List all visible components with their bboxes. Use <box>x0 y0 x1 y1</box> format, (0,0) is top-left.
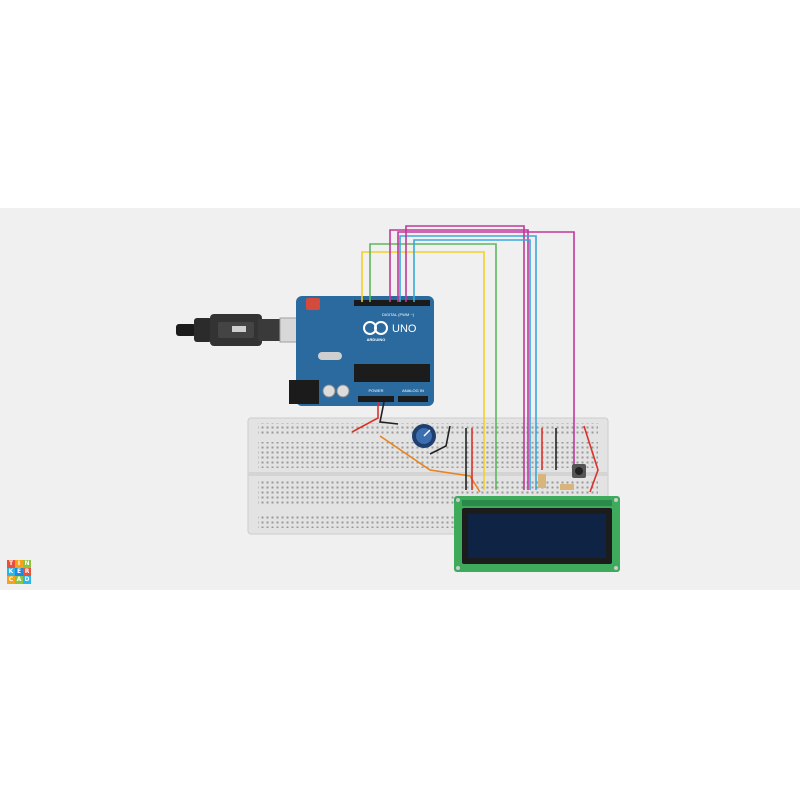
wire-blue-2 <box>413 239 531 490</box>
logo-tile: N <box>23 560 31 568</box>
wire-magenta-1 <box>389 229 529 490</box>
power-header <box>358 396 394 402</box>
potentiometer[interactable] <box>412 424 436 448</box>
resistors[interactable] <box>538 474 574 490</box>
wire-black-pot <box>429 425 451 455</box>
atmega-chip <box>354 364 430 382</box>
analog-header <box>398 396 428 402</box>
lcd-pin-header <box>462 500 612 506</box>
wire-magenta-3 <box>397 231 575 468</box>
logo-tile: C <box>7 576 15 584</box>
reset-button[interactable] <box>306 298 320 310</box>
power-jack <box>289 380 319 404</box>
digital-header <box>354 300 430 306</box>
arduino-uno-board[interactable]: DIGITAL (PWM ~) UNO ARDUINO POWER ANALOG… <box>289 296 434 406</box>
resistor-1[interactable] <box>538 474 546 488</box>
wire-orange <box>379 435 481 493</box>
wire-blue-1 <box>399 235 537 490</box>
power-label: POWER <box>368 388 383 393</box>
logo-tile: D <box>23 576 31 584</box>
logo-tile: E <box>15 568 23 576</box>
arduino-brand: ARDUINO <box>367 337 386 342</box>
jumper-wires[interactable] <box>351 225 599 493</box>
wire-green <box>369 243 497 490</box>
wire-red-button <box>583 425 599 493</box>
logo-tile: I <box>15 560 23 568</box>
pushbutton[interactable] <box>572 464 586 478</box>
uno-label: UNO <box>392 323 417 335</box>
usb-cable[interactable] <box>176 314 286 346</box>
lcd-16x2[interactable] <box>454 496 620 572</box>
analog-label: ANALOG IN <box>402 388 424 393</box>
wire-black-gnd <box>379 401 399 425</box>
wire-red-power <box>351 402 379 433</box>
crystal <box>318 352 342 360</box>
lcd-screen <box>468 514 606 558</box>
logo-tile: R <box>23 568 31 576</box>
logo-tile: A <box>15 576 23 584</box>
logo-tile: K <box>7 568 15 576</box>
wire-yellow <box>361 251 485 490</box>
digital-label: DIGITAL (PWM ~) <box>382 312 415 317</box>
wire-magenta-2 <box>405 225 525 490</box>
logo-tile: T <box>7 560 15 568</box>
resistor-2[interactable] <box>560 484 574 490</box>
